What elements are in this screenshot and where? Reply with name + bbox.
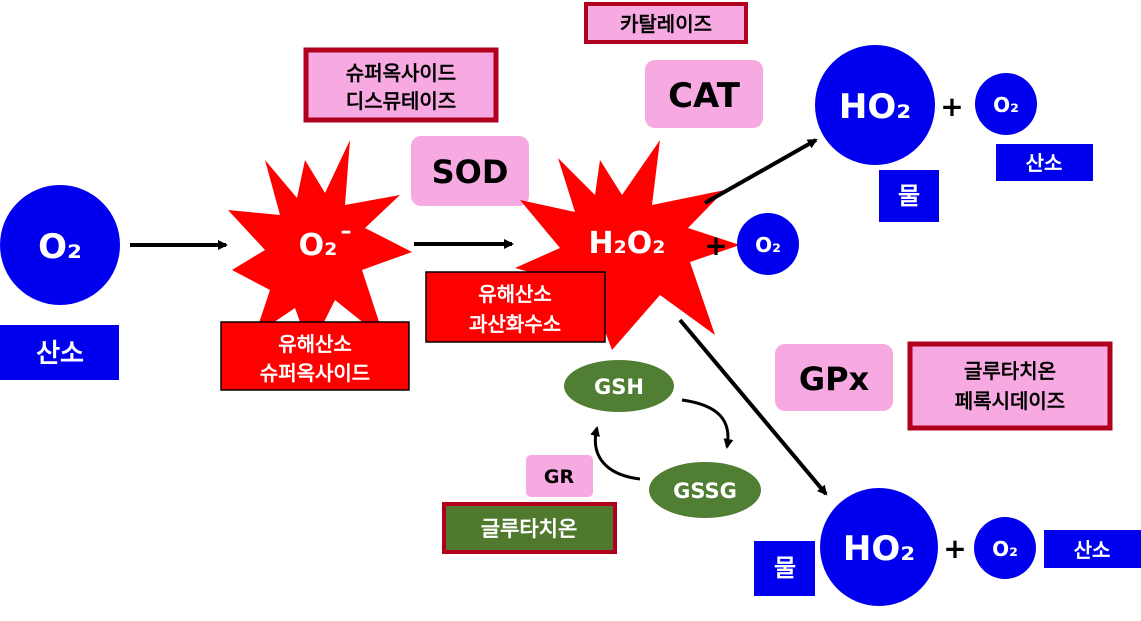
superoxide-label: 유해산소 슈퍼옥사이드 <box>220 321 410 391</box>
svg-text:GR: GR <box>544 466 575 488</box>
svg-text:디스뮤테이즈: 디스뮤테이즈 <box>346 89 456 113</box>
svg-text:산소: 산소 <box>1074 538 1111 562</box>
h2o2-formula: H₂O₂ <box>589 226 666 261</box>
svg-text:O₂: O₂ <box>38 227 82 267</box>
sod-badge: SOD <box>411 136 529 206</box>
bottom-water-label: 물 <box>754 541 815 596</box>
bottom-oxygen-node: O₂ <box>974 517 1036 579</box>
top-oxygen-node: O₂ <box>975 73 1037 135</box>
oxygen-label-left: 산소 <box>0 325 119 380</box>
svg-text:과산화수소: 과산화수소 <box>469 312 561 336</box>
h2o2-oxygen-node: O₂ <box>737 213 799 275</box>
svg-text:O₂: O₂ <box>755 233 781 257</box>
cat-badge: CAT <box>645 60 763 128</box>
svg-text:SOD: SOD <box>432 153 509 191</box>
bottom-oxygen-label: 산소 <box>1044 530 1141 568</box>
oxygen-node-left: O₂ <box>0 185 120 305</box>
svg-text:슈퍼옥사이드: 슈퍼옥사이드 <box>346 61 456 85</box>
gpx-name-box: 글루타치온 페록시데이즈 <box>907 341 1113 431</box>
svg-text:페록시데이즈: 페록시데이즈 <box>955 389 1065 413</box>
svg-text:CAT: CAT <box>668 76 741 116</box>
svg-text:HO₂: HO₂ <box>839 87 911 127</box>
gsh-node: GSH <box>564 360 674 412</box>
svg-text:GSSG: GSSG <box>673 479 737 503</box>
h2o2-label: 유해산소 과산화수소 <box>425 271 606 343</box>
svg-text:O₂: O₂ <box>992 537 1018 561</box>
svg-text:유해산소: 유해산소 <box>478 282 552 306</box>
top-water-label: 물 <box>879 170 939 222</box>
svg-text:GPx: GPx <box>799 360 870 398</box>
svg-text:산소: 산소 <box>36 339 84 369</box>
arrow-gssg-to-gsh <box>590 426 641 481</box>
svg-text:물: 물 <box>774 554 796 582</box>
svg-text:글루타치온: 글루타치온 <box>481 517 578 541</box>
gr-badge: GR <box>526 455 593 497</box>
arrow-gsh-to-gssg <box>681 398 734 449</box>
top-product-plus: + <box>940 90 963 123</box>
svg-text:HO₂: HO₂ <box>843 529 915 569</box>
svg-text:유해산소: 유해산소 <box>278 332 352 356</box>
superoxide-formula: O₂ <box>299 228 338 263</box>
arrow-h2o2-to-bottom-product <box>678 318 828 496</box>
bottom-product-plus: + <box>943 532 966 565</box>
svg-text:글루타치온: 글루타치온 <box>964 359 1056 383</box>
svg-text:O₂: O₂ <box>993 93 1019 117</box>
superoxide-charge: – <box>341 219 352 244</box>
gpx-badge: GPx <box>775 344 893 411</box>
svg-text:GSH: GSH <box>594 375 644 399</box>
bottom-product-node: HO₂ <box>820 488 938 606</box>
top-oxygen-label: 산소 <box>996 144 1093 181</box>
sod-name-box: 슈퍼옥사이드 디스뮤테이즈 <box>303 47 499 123</box>
svg-text:물: 물 <box>898 182 920 210</box>
h2o2-plus: + <box>704 229 727 262</box>
svg-text:슈퍼옥사이드: 슈퍼옥사이드 <box>260 361 370 385</box>
svg-text:산소: 산소 <box>1026 151 1063 175</box>
arrow-h2o2-to-top-product <box>704 138 818 205</box>
top-product-node: HO₂ <box>815 45 935 165</box>
svg-text:카탈레이즈: 카탈레이즈 <box>620 12 712 36</box>
gssg-node: GSSG <box>649 462 761 518</box>
superoxide-burst: O₂ – <box>228 140 412 350</box>
glutathione-label: 글루타치온 <box>442 502 617 554</box>
cat-name-box: 카탈레이즈 <box>584 2 748 44</box>
